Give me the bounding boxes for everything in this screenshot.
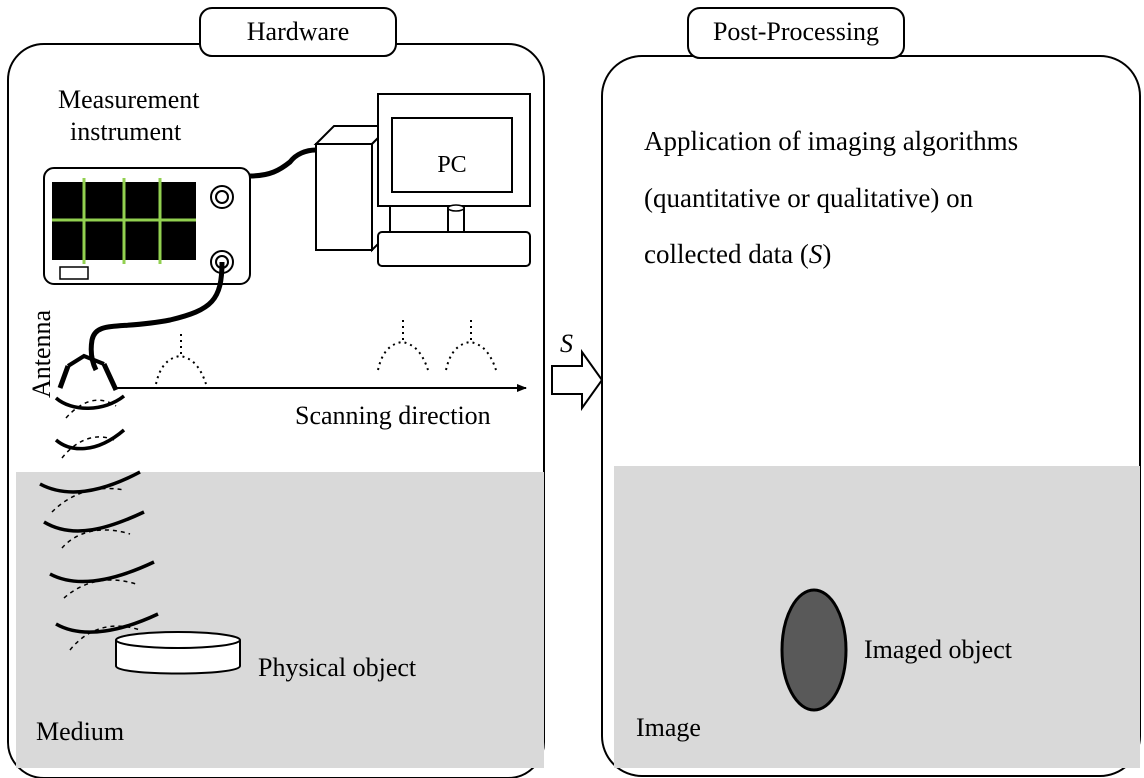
hardware-panel: Hardware Measurement instrument <box>7 7 545 778</box>
imaged-object-label: Imaged object <box>864 635 1013 664</box>
image-label: Image <box>636 713 701 742</box>
antenna-label: Antenna <box>27 309 56 398</box>
description-line-3: collected data (S) <box>644 239 831 269</box>
post-processing-panel: Post-Processing Application of imaging a… <box>601 7 1141 777</box>
measurement-instrument-icon <box>43 167 251 285</box>
pc-label: PC <box>437 152 466 178</box>
data-transfer-arrow: S <box>551 329 604 412</box>
hardware-tab <box>199 7 397 57</box>
arrow-label: S <box>560 329 573 358</box>
monitor-screen <box>391 117 513 193</box>
description-line-2: (quantitative or qualitative) on <box>644 183 974 213</box>
antenna-positions <box>155 320 497 385</box>
image-region <box>614 466 1140 768</box>
pc-icon: PC <box>313 93 531 267</box>
imaged-object-shape <box>780 588 848 712</box>
instrument-label-line2: instrument <box>70 117 182 146</box>
post-processing-tab <box>687 7 905 59</box>
physical-object-icon <box>115 631 241 675</box>
hardware-title: Hardware <box>247 17 350 46</box>
scan-label: Scanning direction <box>295 401 491 430</box>
medium-label: Medium <box>36 717 124 746</box>
instrument-pc-cable <box>249 147 317 179</box>
antenna-cable <box>88 261 225 372</box>
physical-object-label: Physical object <box>258 653 417 682</box>
medium-region <box>16 472 544 768</box>
post-processing-title: Post-Processing <box>713 17 879 46</box>
description-line-1: Application of imaging algorithms <box>644 126 1018 156</box>
wavefronts <box>39 394 159 651</box>
instrument-label-line1: Measurement <box>58 85 200 114</box>
antenna-icon <box>57 353 119 392</box>
